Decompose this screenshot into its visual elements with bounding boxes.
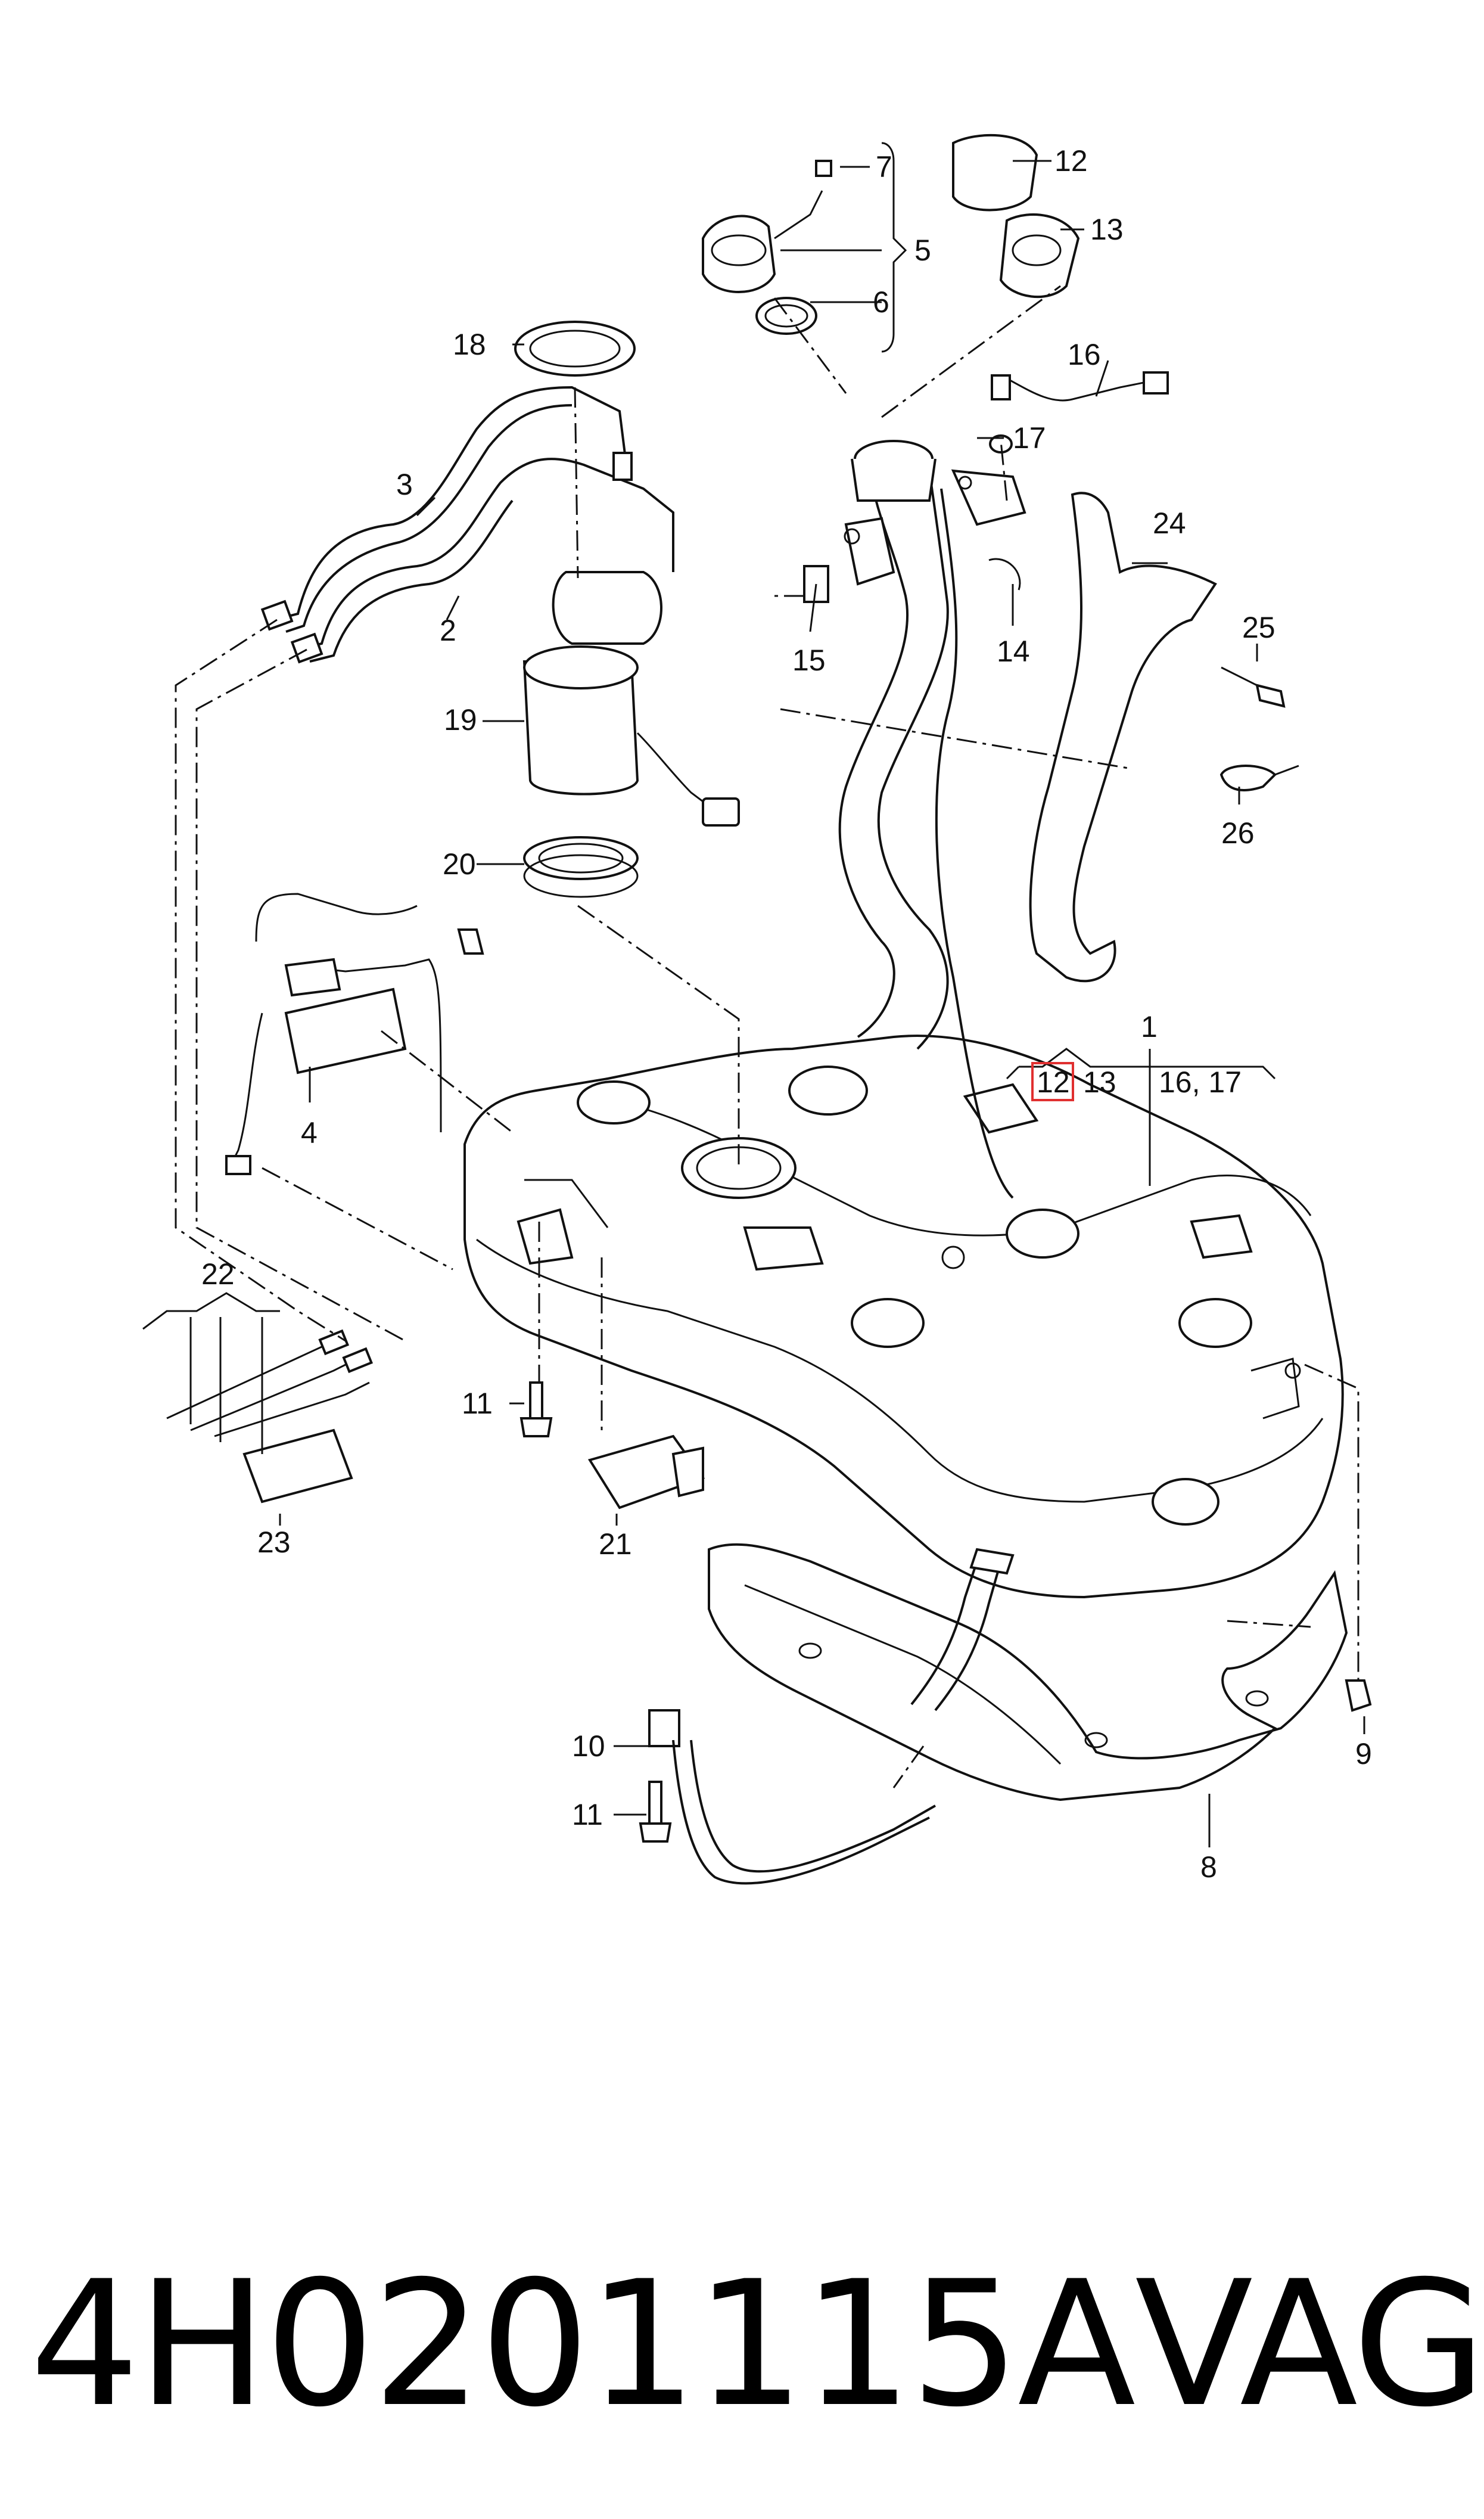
label-13-group: 13 — [1083, 1066, 1116, 1099]
filler-cap-parts — [702, 133, 1080, 335]
label-10: 10 — [572, 1729, 605, 1763]
bolts — [519, 1381, 680, 1843]
label-4: 4 — [301, 1116, 318, 1150]
label-12-top: 12 — [1054, 144, 1088, 178]
wiring-harness-4 — [225, 893, 484, 1175]
label-16-17-group: 16, 17 — [1159, 1066, 1242, 1099]
label-5: 5 — [914, 234, 931, 267]
label-15: 15 — [792, 644, 826, 677]
label-22: 22 — [201, 1257, 235, 1291]
label-8: 8 — [1200, 1850, 1217, 1884]
label-24: 24 — [1153, 507, 1186, 540]
clips-25-26 — [1219, 666, 1299, 791]
label-12-group: 12 — [1037, 1066, 1070, 1099]
label-14: 14 — [997, 635, 1030, 668]
connector-21 — [587, 1434, 705, 1509]
label-1: 1 — [1141, 1010, 1158, 1043]
label-11-lower: 11 — [572, 1798, 603, 1831]
label-16: 16 — [1068, 338, 1101, 371]
label-3: 3 — [396, 468, 413, 501]
harness-22-23 — [166, 1329, 374, 1504]
brand-label: VAG — [1135, 2244, 1484, 2445]
leader-lines — [142, 142, 1365, 1847]
label-21: 21 — [599, 1527, 632, 1561]
heat-shield-8 — [708, 1543, 1348, 1801]
label-26: 26 — [1221, 816, 1255, 850]
heat-shield-24 — [1029, 492, 1217, 983]
label-19: 19 — [444, 703, 477, 737]
filler-neck — [838, 440, 1026, 1199]
label-7: 7 — [876, 150, 892, 184]
label-25: 25 — [1242, 611, 1275, 644]
retaining-strap — [672, 1548, 1372, 1885]
highlight-box — [1031, 1062, 1074, 1101]
fuel-tank — [463, 1035, 1344, 1599]
label-18: 18 — [453, 328, 486, 361]
label-17: 17 — [1013, 421, 1046, 455]
label-23: 23 — [257, 1526, 291, 1559]
label-6: 6 — [873, 285, 889, 319]
fuel-pump — [514, 321, 740, 898]
dashed-centerlines — [175, 285, 1359, 1788]
fuel-lines — [260, 386, 674, 664]
part-labels: 7 5 6 12 13 16 17 18 3 2 24 25 26 14 15 … — [201, 144, 1372, 1884]
label-13-top: 13 — [1090, 213, 1124, 246]
part-number: 4H0201115A — [30, 2244, 1136, 2445]
label-2: 2 — [440, 614, 456, 647]
label-9: 9 — [1355, 1737, 1372, 1771]
label-20: 20 — [443, 847, 476, 881]
label-11-upper: 11 — [462, 1387, 493, 1420]
